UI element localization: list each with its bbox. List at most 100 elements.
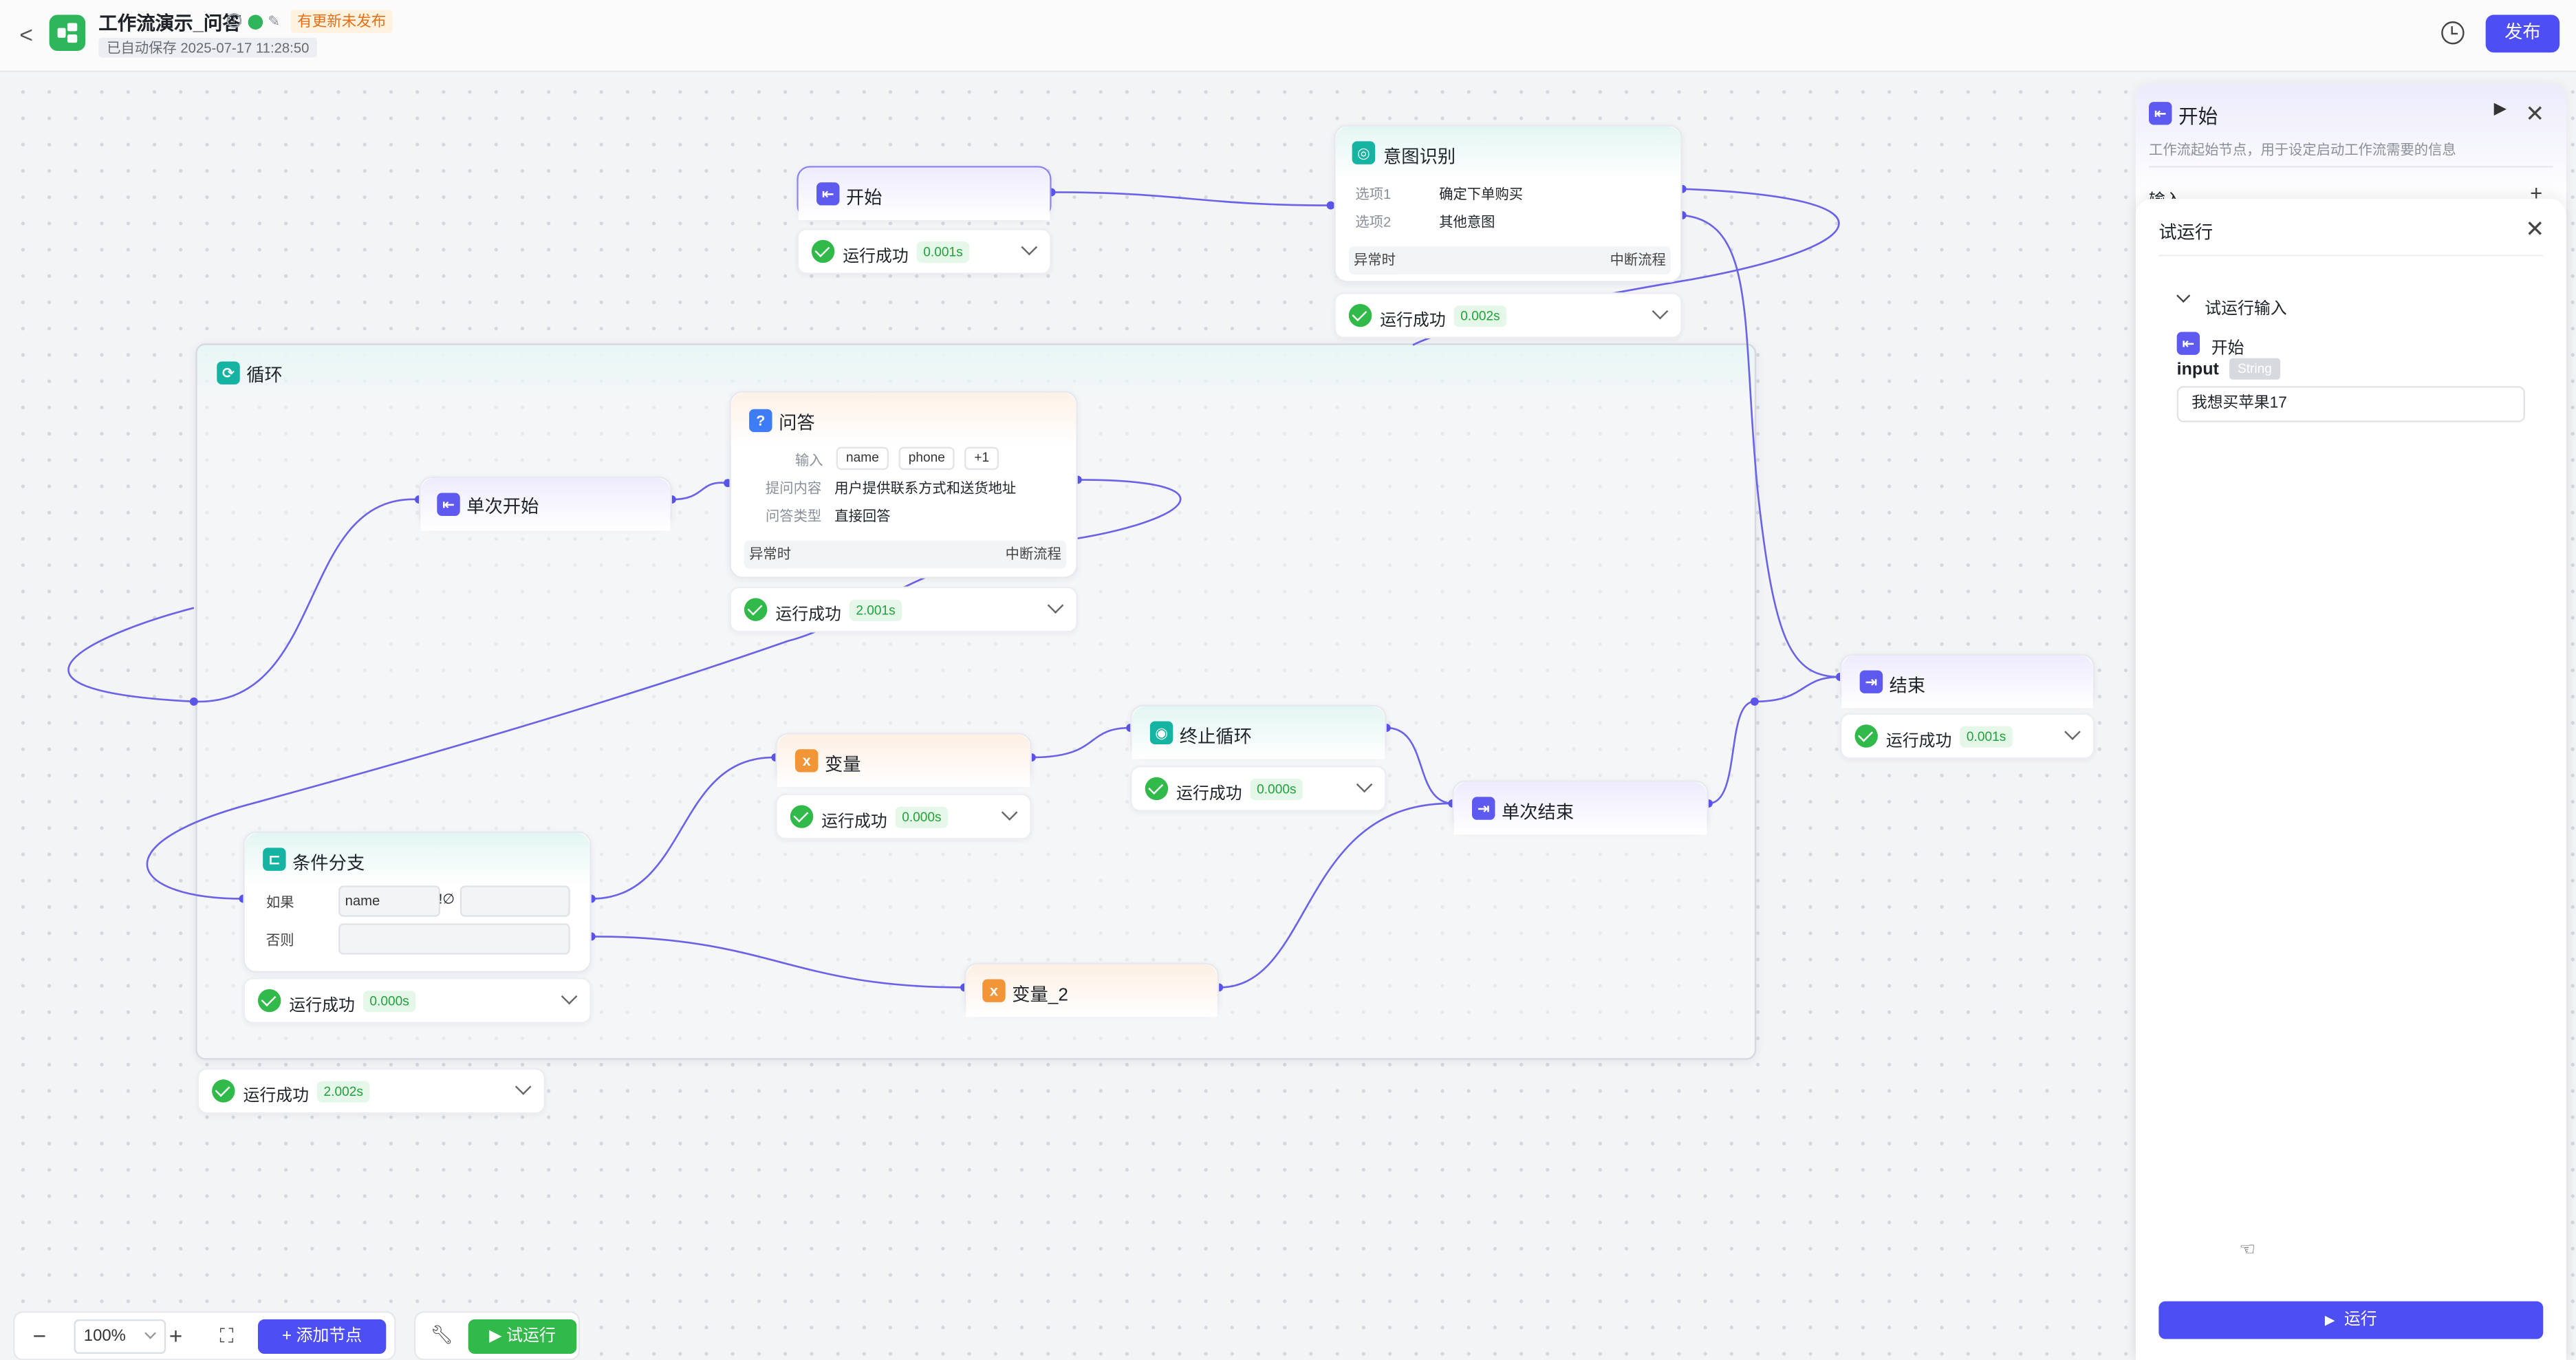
end-node[interactable]: ⇥ 结束 (1840, 654, 2095, 709)
run-time-badge: 0.000s (895, 806, 949, 828)
intent-exception-bar: 异常时 中断流程 (1348, 246, 1671, 274)
workflow-app-icon (49, 14, 86, 52)
success-check-icon (811, 239, 835, 263)
qa-status[interactable]: 运行成功 2.001s (729, 586, 1078, 633)
variable-icon: x (794, 749, 819, 773)
chevron-down-icon[interactable] (2064, 724, 2081, 740)
chevron-down-icon[interactable] (561, 988, 578, 1005)
start-title: 开始 (846, 188, 883, 209)
clock-icon[interactable] (2441, 21, 2465, 45)
iter-start-node[interactable]: ⇤ 单次开始 (419, 476, 672, 531)
stop-loop-status[interactable]: 运行成功 0.000s (1130, 765, 1387, 812)
panel-description: 工作流起始节点，用于设定启动工作流需要的信息 (2149, 141, 2456, 158)
chevron-down-icon[interactable] (1047, 597, 1064, 614)
close-icon[interactable]: ✕ (2525, 215, 2545, 242)
qa-title: 问答 (779, 413, 815, 434)
edit-icon[interactable]: ✎ (268, 13, 281, 30)
chevron-down-icon[interactable] (1001, 804, 1018, 821)
run-toolbar: 🔧︎ ▶ 试运行 (413, 1310, 581, 1360)
condition-node[interactable]: ⊏ 条件分支 如果 name !∅ 否则 (243, 831, 592, 973)
variable-node[interactable]: x 变量 (775, 733, 1032, 788)
condition-field: name (338, 885, 441, 917)
success-check-icon (1854, 724, 1878, 748)
run-time-badge: 0.002s (1453, 305, 1507, 327)
info-icon[interactable]: i (226, 13, 242, 28)
variable-icon: x (982, 979, 1006, 1002)
intent-node[interactable]: ◎ 意图识别 选项1 确定下单购买 选项2 其他意图 异常时 中断流程 (1334, 125, 1682, 283)
autosave-status: 已自动保存 2025-07-17 11:28:50 (98, 37, 318, 58)
intent-title: 意图识别 (1383, 147, 1456, 168)
wrench-icon[interactable]: 🔧︎ (430, 1326, 454, 1346)
input-value-field[interactable]: 我想买苹果17 (2176, 386, 2525, 422)
qa-type: 直接回答 (834, 508, 891, 524)
condition-title: 条件分支 (292, 854, 365, 874)
qa-node[interactable]: ? 问答 输入 name phone +1 提问内容 用户提供联系方式和送货地址… (729, 391, 1078, 579)
success-check-icon (1348, 303, 1372, 327)
intent-status[interactable]: 运行成功 0.002s (1334, 292, 1682, 339)
stop-loop-title: 终止循环 (1179, 728, 1252, 748)
check-status-icon (248, 14, 263, 30)
end-icon: ⇥ (1859, 670, 1883, 693)
iter-end-icon: ⇥ (1472, 797, 1495, 820)
qa-question: 用户提供联系方式和送货地址 (834, 479, 1017, 497)
start-icon: ⇤ (2176, 332, 2200, 355)
chevron-down-icon[interactable] (515, 1079, 532, 1095)
close-icon[interactable]: ✕ (2525, 100, 2545, 127)
trial-run-button[interactable]: ▶ 试运行 (468, 1319, 577, 1354)
loop-title: 循环 (246, 366, 283, 387)
start-status[interactable]: 运行成功 0.001s (797, 228, 1052, 274)
intent-option2: 其他意图 (1439, 213, 1495, 230)
chevron-left-icon[interactable]: < (19, 21, 33, 48)
loop-status[interactable]: 运行成功 2.002s (197, 1068, 545, 1114)
chevron-down-icon[interactable] (1652, 303, 1669, 320)
top-bar: < 工作流演示_问答 i ✎ 有更新未发布 已自动保存 2025-07-17 1… (0, 0, 2576, 73)
app-title: 工作流演示_问答 (98, 14, 241, 35)
stop-loop-node[interactable]: ◉ 终止循环 (1130, 704, 1387, 759)
start-icon: ⇤ (816, 182, 840, 206)
qa-exception-bar: 异常时 中断流程 (744, 540, 1067, 569)
cursor-icon: ☜ (2239, 1240, 2255, 1260)
condition-status[interactable]: 运行成功 0.000s (243, 978, 592, 1024)
publish-button[interactable]: 发布 (2485, 14, 2560, 53)
run-time-badge: 0.000s (1250, 779, 1303, 801)
run-time-badge: 0.001s (916, 241, 970, 263)
trial-node-label: 开始 (2211, 340, 2244, 358)
start-node[interactable]: ⇤ 开始 (797, 166, 1052, 221)
zoom-select[interactable]: 100% (74, 1319, 166, 1354)
iter-end-node[interactable]: ⇥ 单次结束 (1452, 780, 1709, 835)
question-icon: ? (749, 409, 772, 433)
zoom-out-icon[interactable]: − (32, 1322, 47, 1349)
input-field-name: input (2176, 360, 2219, 380)
play-icon[interactable]: ▶ (2493, 100, 2507, 118)
chevron-down-icon[interactable] (1356, 776, 1373, 793)
variable2-title: 变量_2 (1012, 986, 1069, 1006)
success-check-icon (212, 1079, 235, 1103)
iter-end-title: 单次结束 (1501, 803, 1574, 823)
unpublished-badge: 有更新未发布 (290, 10, 393, 33)
input-tag-phone: phone (898, 446, 955, 471)
iter-start-title: 单次开始 (466, 497, 539, 518)
branch-icon: ⊏ (263, 848, 286, 871)
variable-status[interactable]: 运行成功 0.000s (775, 793, 1032, 840)
zoom-in-icon[interactable]: + (169, 1322, 183, 1349)
chevron-down-icon[interactable] (2176, 288, 2191, 303)
run-button[interactable]: ▶ 运行 (2158, 1301, 2544, 1339)
loop-icon: ⟳ (217, 361, 240, 385)
fit-view-icon[interactable]: ⛶ (219, 1324, 234, 1348)
condition-operator: !∅ (438, 890, 455, 907)
add-node-button[interactable]: + 添加节点 (257, 1319, 387, 1354)
start-icon: ⇤ (2149, 102, 2172, 125)
else-box (338, 923, 570, 955)
panel-title: 开始 (2178, 105, 2218, 129)
success-check-icon (744, 598, 768, 621)
trial-section-title: 试运行输入 (2205, 301, 2287, 319)
variable2-node[interactable]: x 变量_2 (964, 962, 1220, 1017)
chevron-down-icon[interactable] (1021, 239, 1038, 256)
run-time-badge: 0.001s (1960, 726, 2013, 748)
input-tag-more: +1 (964, 446, 999, 471)
end-status[interactable]: 运行成功 0.001s (1840, 713, 2095, 759)
condition-value (459, 885, 570, 917)
run-time-badge: 0.000s (362, 991, 416, 1013)
end-title: 结束 (1889, 677, 1926, 697)
